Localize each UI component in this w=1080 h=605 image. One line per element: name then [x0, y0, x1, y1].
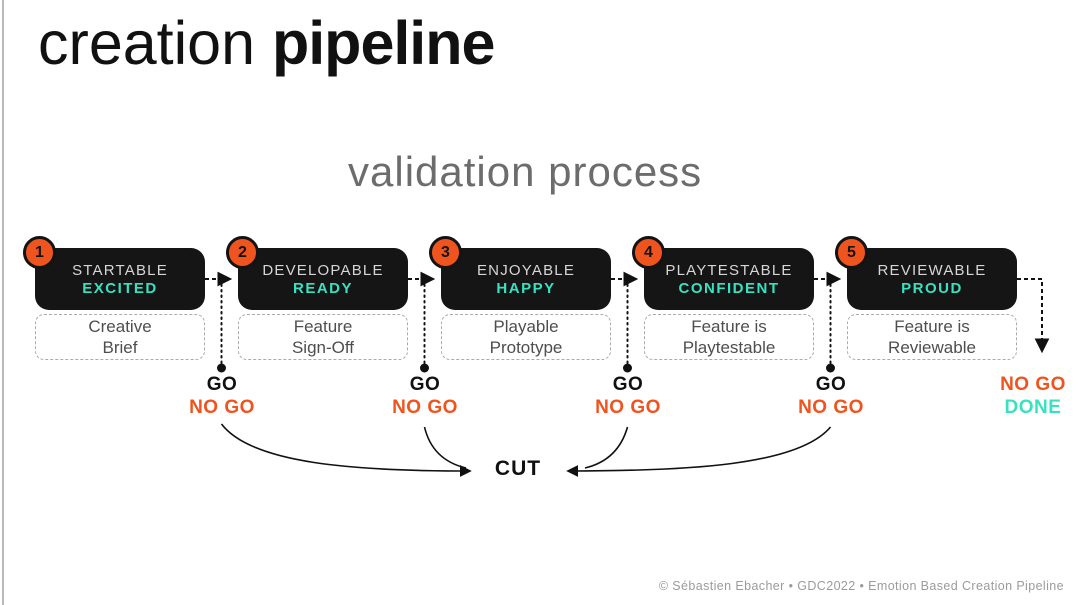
- stage-name: STARTABLE: [72, 261, 168, 279]
- footer-credit: © Sébastien Ebacher • GDC2022 • Emotion …: [658, 579, 1064, 593]
- stage-box: 5 REVIEWABLE PROUD: [835, 236, 1017, 310]
- stage-reviewable: 5 REVIEWABLE PROUD Feature is Reviewable: [835, 236, 1017, 360]
- stage-artifact: Playable Prototype: [441, 314, 611, 360]
- no-go-label: NO GO: [189, 397, 255, 418]
- page-title: creation pipeline: [38, 8, 495, 78]
- decision-dots: [217, 363, 835, 373]
- decision-dot-1: [217, 363, 226, 373]
- no-go-label: NO GO: [798, 397, 864, 418]
- decision-dot-2: [420, 363, 429, 373]
- decision-dot-3: [623, 363, 632, 373]
- stage-artifact: Feature is Playtestable: [644, 314, 814, 360]
- stage-number-badge: 5: [835, 236, 868, 269]
- go-label: GO: [612, 374, 644, 395]
- stage-name: DEVELOPABLE: [262, 261, 384, 279]
- stage-emotion: CONFIDENT: [678, 279, 780, 297]
- no-go-curve-1: [220, 423, 472, 477]
- pipeline-stages: 1 STARTABLE EXCITED Creative Brief 2 DEV…: [23, 236, 1017, 360]
- decision-labels-3: GO NO GO: [568, 373, 688, 419]
- go-label: GO: [409, 374, 441, 395]
- no-go-label: NO GO: [1000, 374, 1066, 395]
- decision-dot-4: [826, 363, 835, 373]
- stage-emotion: HAPPY: [496, 279, 556, 297]
- no-go-curve-3: [584, 426, 629, 469]
- title-light-part: creation: [38, 9, 272, 77]
- stage-developable: 2 DEVELOPABLE READY Feature Sign-Off: [226, 236, 408, 360]
- final-exit-arrow: [1017, 278, 1050, 354]
- no-go-label: NO GO: [595, 397, 661, 418]
- decision-labels-4: GO NO GO: [771, 373, 891, 419]
- stage-number-badge: 2: [226, 236, 259, 269]
- stage-enjoyable: 3 ENJOYABLE HAPPY Playable Prototype: [429, 236, 611, 360]
- stage-artifact: Feature Sign-Off: [238, 314, 408, 360]
- decision-labels-1: GO NO GO: [162, 373, 282, 419]
- stage-name: PLAYTESTABLE: [665, 261, 793, 279]
- stage-number-badge: 1: [23, 236, 56, 269]
- no-go-curve-4: [566, 426, 832, 477]
- stage-emotion: EXCITED: [82, 279, 158, 297]
- stage-name: ENJOYABLE: [476, 261, 576, 279]
- stage-number-badge: 3: [429, 236, 462, 269]
- stage-startable: 1 STARTABLE EXCITED Creative Brief: [23, 236, 205, 360]
- stage-playtestable: 4 PLAYTESTABLE CONFIDENT Feature is Play…: [632, 236, 814, 360]
- stage-emotion: READY: [292, 279, 353, 297]
- go-label: GO: [206, 374, 238, 395]
- slide-left-edge: [2, 0, 4, 605]
- stage-name: REVIEWABLE: [877, 261, 987, 279]
- stage-artifact: Feature is Reviewable: [847, 314, 1017, 360]
- decision-labels-2: GO NO GO: [365, 373, 485, 419]
- stage-emotion: PROUD: [901, 279, 963, 297]
- stage-box: 3 ENJOYABLE HAPPY: [429, 236, 611, 310]
- done-label: DONE: [1004, 397, 1062, 418]
- no-go-label: NO GO: [392, 397, 458, 418]
- title-bold-part: pipeline: [271, 9, 495, 77]
- stage-box: 1 STARTABLE EXCITED: [23, 236, 205, 310]
- stage-box: 2 DEVELOPABLE READY: [226, 236, 408, 310]
- stage-number-badge: 4: [632, 236, 665, 269]
- cut-label: CUT: [494, 457, 542, 480]
- go-label: GO: [815, 374, 847, 395]
- subtitle: validation process: [348, 148, 703, 195]
- stage-box: 4 PLAYTESTABLE CONFIDENT: [632, 236, 814, 310]
- stage-artifact: Creative Brief: [35, 314, 205, 360]
- final-decision-labels: NO GO DONE: [973, 373, 1080, 419]
